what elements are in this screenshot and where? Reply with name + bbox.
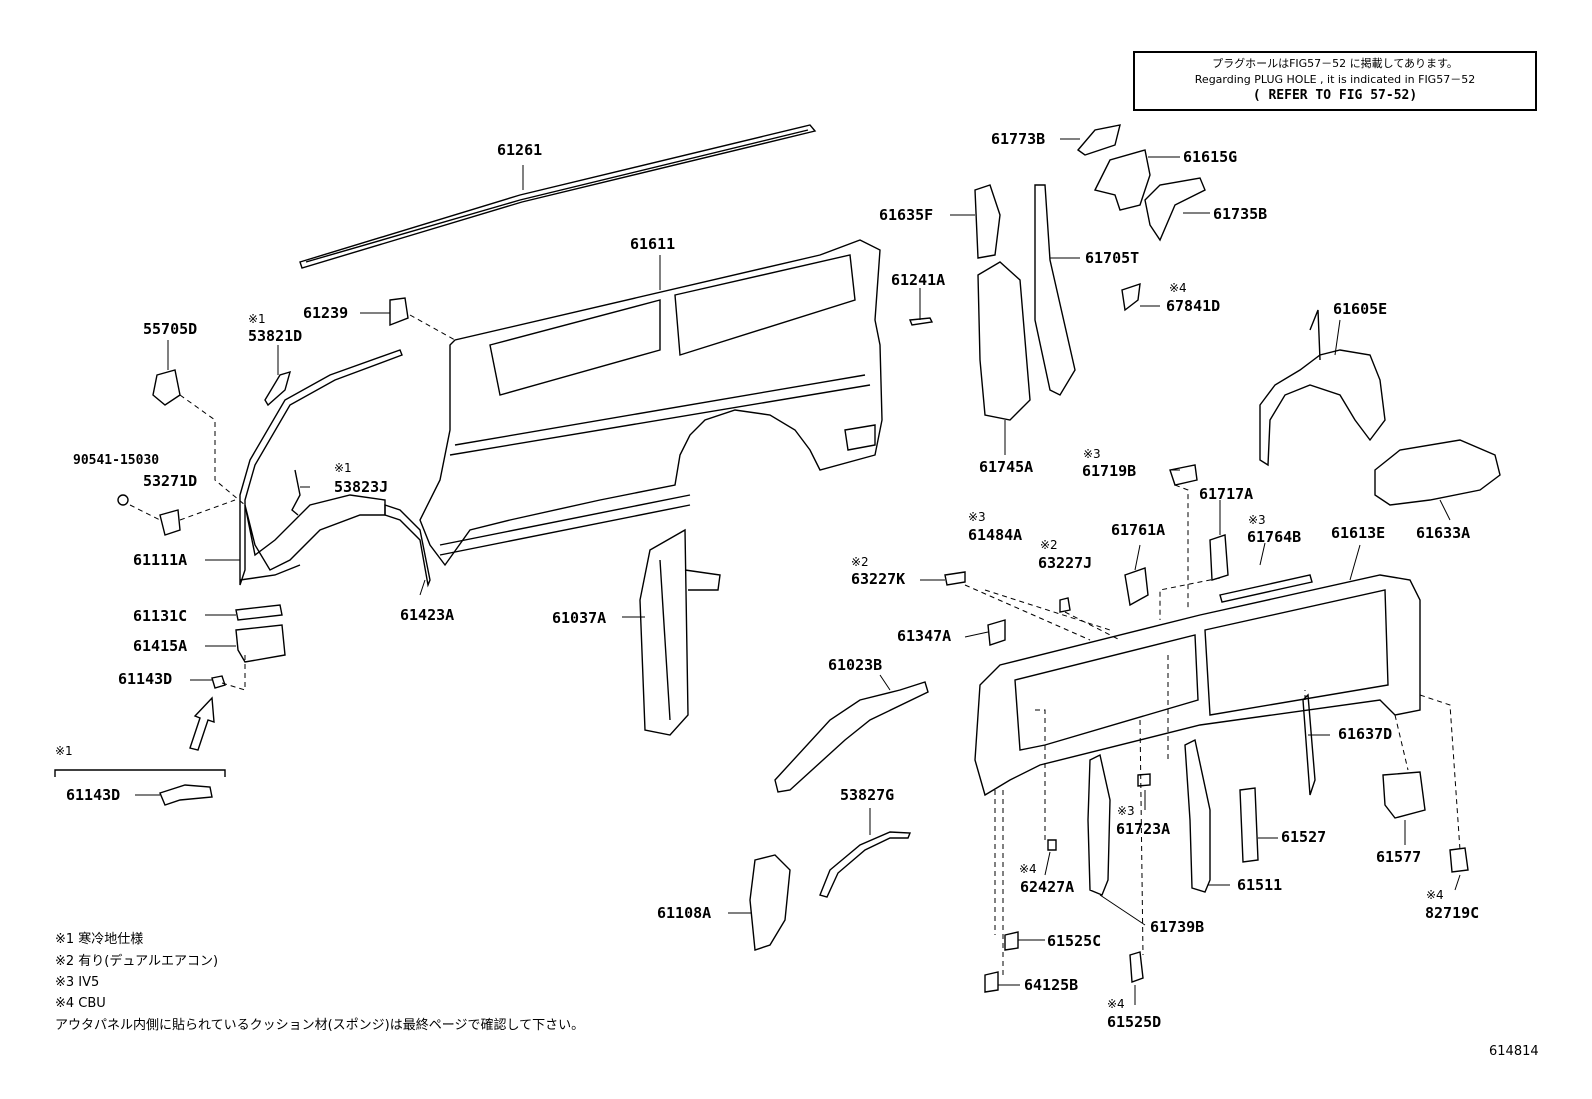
part-label-61023b[interactable]: 61023B: [828, 656, 883, 674]
direction-arrow: [189, 696, 215, 751]
part-label-61615g[interactable]: 61615G: [1183, 148, 1238, 166]
part-label-61261[interactable]: 61261: [497, 141, 543, 159]
option-mark-1: ※1: [248, 312, 266, 326]
part-label-61633a[interactable]: 61633A: [1416, 524, 1471, 542]
option-mark-4: ※4: [1107, 997, 1125, 1011]
part-label-61577[interactable]: 61577: [1376, 848, 1422, 866]
upper-right-parts-drawing: [909, 124, 1501, 506]
part-label-67841d[interactable]: 67841D: [1166, 297, 1221, 315]
wheel-molding-drawing: [819, 831, 912, 898]
part-label-61705t[interactable]: 61705T: [1085, 249, 1140, 267]
option-mark-1: ※1: [55, 744, 73, 758]
part-label-61735b[interactable]: 61735B: [1213, 205, 1268, 223]
part-label-61415a[interactable]: 61415A: [133, 637, 188, 655]
part-label-61613e[interactable]: 61613E: [1331, 524, 1386, 542]
part-label-90541-15030[interactable]: 90541-15030: [73, 453, 160, 468]
dashed-lines: [129, 314, 1461, 975]
option-mark-2: ※2: [851, 555, 869, 569]
left-small-parts-drawing: [117, 297, 409, 806]
option-mark-1: ※1: [334, 461, 352, 475]
part-label-53823j[interactable]: 53823J: [334, 478, 389, 496]
part-label-61745a[interactable]: 61745A: [979, 458, 1034, 476]
part-label-61131c[interactable]: 61131C: [133, 607, 188, 625]
center-pillar-drawing: [639, 528, 721, 736]
legend-note-3: ※3 IV5: [55, 975, 100, 990]
inner-side-panel-drawing: [944, 534, 1421, 797]
option-mark-2: ※2: [1040, 538, 1058, 552]
part-label-61739b[interactable]: 61739B: [1150, 918, 1205, 936]
part-label-61719b[interactable]: 61719B: [1082, 462, 1137, 480]
option-mark-3: ※3: [1083, 447, 1101, 461]
reference-note-line-en: Regarding PLUG HOLE , it is indicated in…: [1194, 73, 1476, 86]
side-outer-panel-drawing: [419, 239, 883, 567]
part-label-61037a[interactable]: 61037A: [552, 609, 607, 627]
reference-note-link[interactable]: ( REFER TO FIG 57-52): [1252, 88, 1418, 103]
part-label-53821d[interactable]: 53821D: [248, 327, 303, 345]
part-label-61637d[interactable]: 61637D: [1338, 725, 1393, 743]
lower-bracket-drawing: [749, 854, 791, 951]
part-label-53827g[interactable]: 53827G: [840, 786, 895, 804]
part-label-61525c[interactable]: 61525C: [1047, 932, 1102, 950]
roof-rail-drawing: [299, 124, 817, 269]
part-label-61111a[interactable]: 61111A: [133, 551, 188, 569]
part-label-61527[interactable]: 61527: [1281, 828, 1327, 846]
part-label-61423a[interactable]: 61423A: [400, 606, 455, 624]
part-label-61717a[interactable]: 61717A: [1199, 485, 1254, 503]
part-label-61108a[interactable]: 61108A: [657, 904, 712, 922]
option-mark-3: ※3: [968, 510, 986, 524]
part-label-61143d-option[interactable]: 61143D: [66, 786, 121, 804]
reference-note-line-jp: プラグホールはFIG57－52 に掲載してあります。: [1212, 57, 1458, 70]
part-label-61239[interactable]: 61239: [303, 304, 349, 322]
leader-lines: [135, 138, 1461, 1005]
legend-note-2: ※2 有り(デュアルエアコン): [55, 954, 219, 969]
legend-note-4: ※4 CBU: [55, 996, 106, 1011]
front-quarter-panel-drawing: [239, 349, 431, 588]
option-mark-3: ※3: [1248, 513, 1266, 527]
option-mark-4: ※4: [1169, 281, 1187, 295]
option-mark-4: ※4: [1019, 862, 1037, 876]
part-label-61605e[interactable]: 61605E: [1333, 300, 1388, 318]
part-label-61525d[interactable]: 61525D: [1107, 1013, 1162, 1031]
part-label-64125b[interactable]: 64125B: [1024, 976, 1079, 994]
legend-note-cushion: アウタパネル内側に貼られているクッション材(スポンジ)は最終ページで確認して下さ…: [55, 1018, 585, 1033]
part-label-61773b[interactable]: 61773B: [991, 130, 1046, 148]
part-label-61761a[interactable]: 61761A: [1111, 521, 1166, 539]
part-label-53271d[interactable]: 53271D: [143, 472, 198, 490]
part-label-61611[interactable]: 61611: [630, 235, 676, 253]
option-bracket: [54, 769, 226, 777]
legend-note-1: ※1 寒冷地仕様: [55, 932, 144, 947]
part-label-61484a[interactable]: 61484A: [968, 526, 1023, 544]
part-label-61511[interactable]: 61511: [1237, 876, 1283, 894]
lower-right-parts-drawing: [984, 693, 1469, 993]
part-label-55705d[interactable]: 55705D: [143, 320, 198, 338]
part-label-61241a[interactable]: 61241A: [891, 271, 946, 289]
part-label-61723a[interactable]: 61723A: [1116, 820, 1171, 838]
part-label-62427a[interactable]: 62427A: [1020, 878, 1075, 896]
part-label-63227j[interactable]: 63227J: [1038, 554, 1093, 572]
reference-note-box: プラグホールはFIG57－52 に掲載してあります。 Regarding PLU…: [1133, 51, 1537, 111]
option-mark-3: ※3: [1117, 804, 1135, 818]
part-label-61143d[interactable]: 61143D: [118, 670, 173, 688]
brace-drawing: [774, 681, 929, 793]
part-label-82719c[interactable]: 82719C: [1425, 904, 1480, 922]
figure-number: 614814: [1489, 1044, 1539, 1059]
option-mark-4: ※4: [1426, 888, 1444, 902]
part-label-61764b[interactable]: 61764B: [1247, 528, 1302, 546]
part-label-61635f[interactable]: 61635F: [879, 206, 934, 224]
part-label-63227k[interactable]: 63227K: [851, 570, 906, 588]
part-label-61347a[interactable]: 61347A: [897, 627, 952, 645]
